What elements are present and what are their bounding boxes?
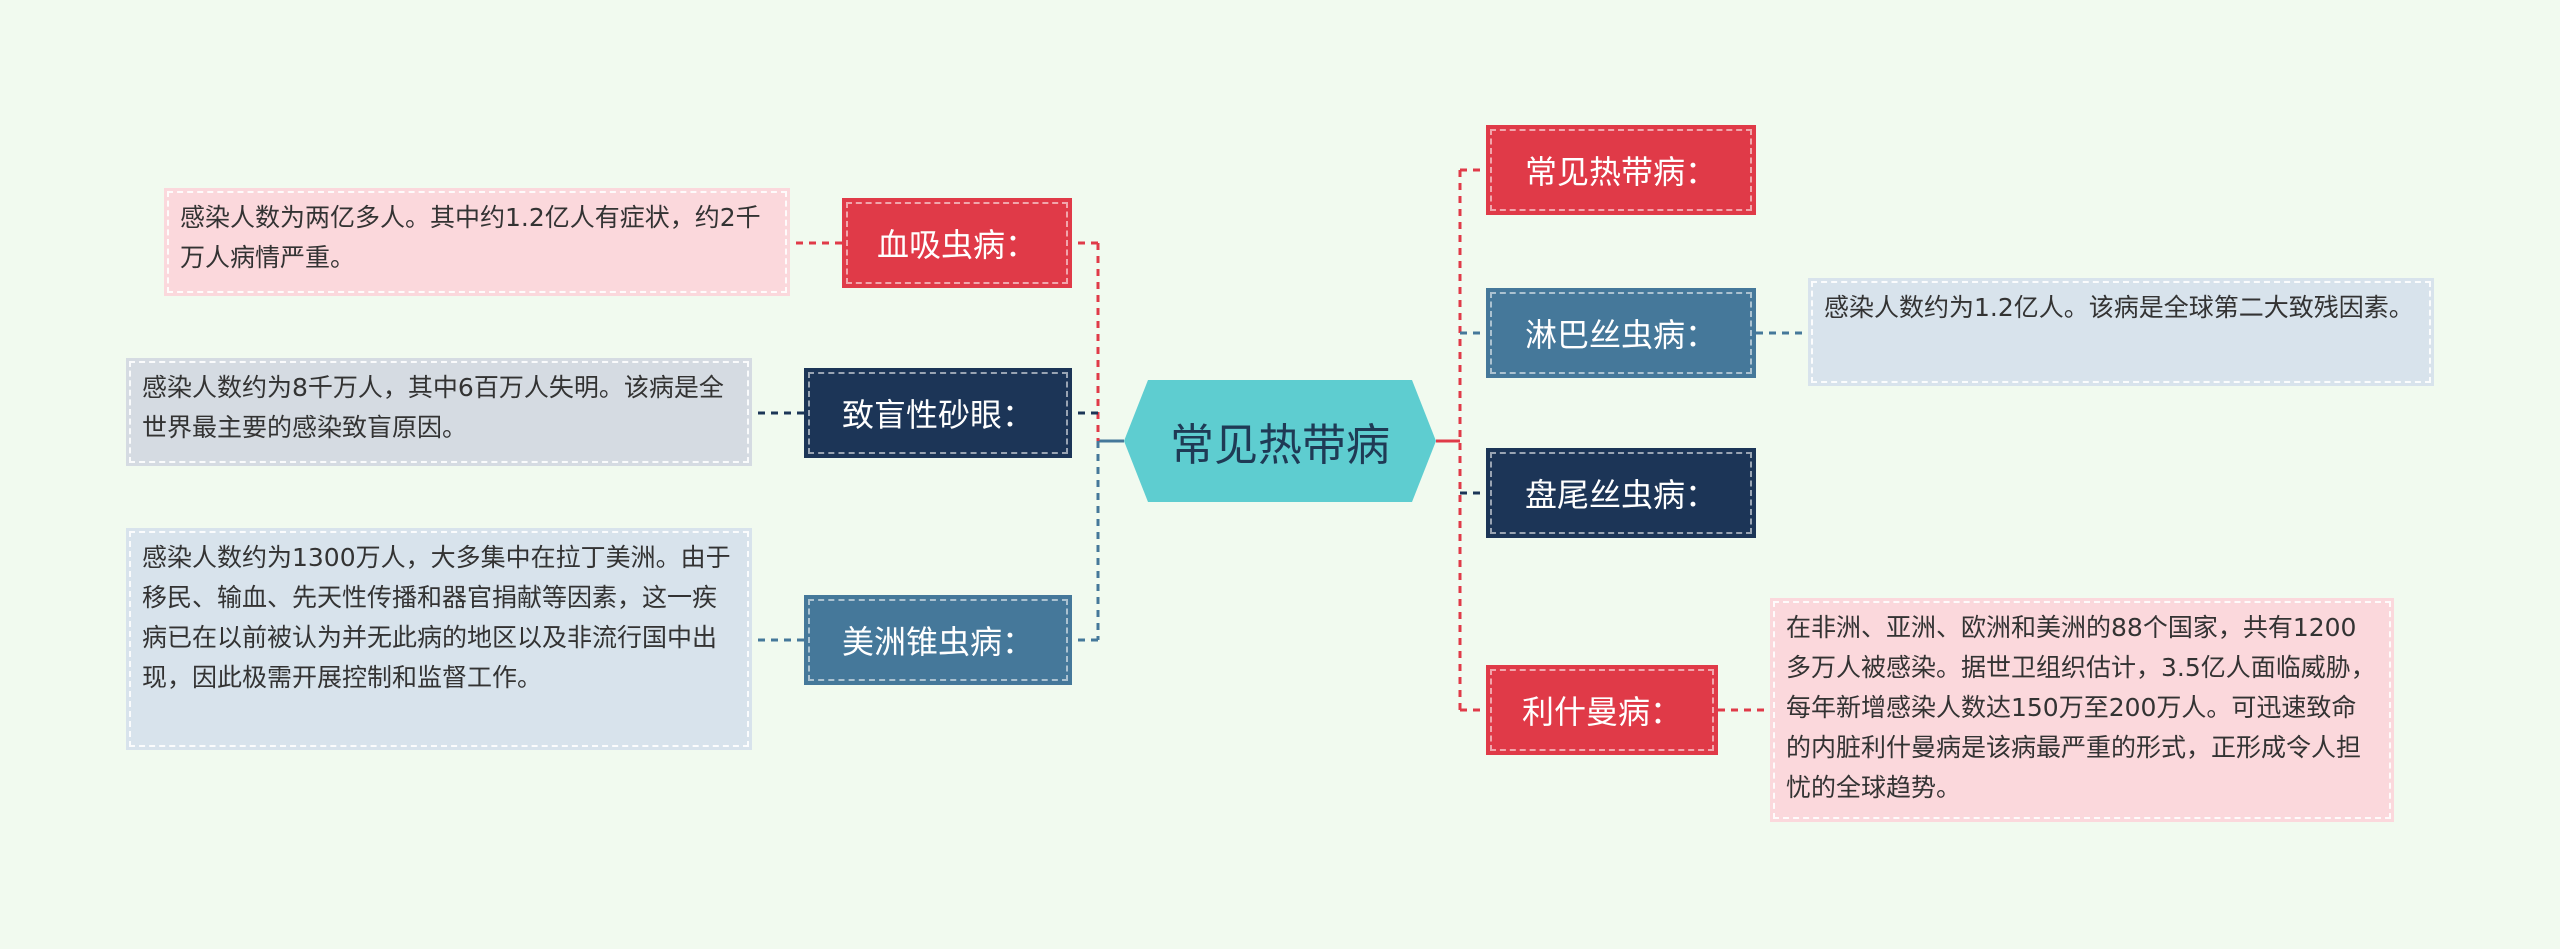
note-text: 在非洲、亚洲、欧洲和美洲的88个国家，共有1200多万人被感染。据世卫组织估计，… [1786,613,2376,802]
branch-label: 盘尾丝虫病： [1524,476,1717,514]
note-trachoma: 感染人数约为8千万人，其中6百万人失明。该病是全世界最主要的感染致盲原因。 [126,358,752,466]
branch-chagas[interactable]: 美洲锥虫病： [804,595,1072,685]
branch-lymphatic-filariasis[interactable]: 淋巴丝虫病： [1486,288,1756,378]
note-chagas: 感染人数约为1300万人，大多集中在拉丁美洲。由于移民、输血、先天性传播和器官捐… [126,528,752,750]
note-text: 感染人数约为1300万人，大多集中在拉丁美洲。由于移民、输血、先天性传播和器官捐… [142,543,731,692]
branch-label: 利什曼病： [1521,693,1682,731]
branch-leishmaniasis[interactable]: 利什曼病： [1486,665,1718,755]
note-text: 感染人数约为8千万人，其中6百万人失明。该病是全世界最主要的感染致盲原因。 [142,373,724,442]
branch-label: 淋巴丝虫病： [1524,316,1717,354]
note-lymphatic-filariasis: 感染人数约为1.2亿人。该病是全球第二大致残因素。 [1808,278,2434,386]
note-leishmaniasis: 在非洲、亚洲、欧洲和美洲的88个国家，共有1200多万人被感染。据世卫组织估计，… [1770,598,2394,822]
branch-label: 常见热带病： [1524,153,1717,191]
center-topic[interactable]: 常见热带病 [1124,380,1436,502]
note-schistosomiasis: 感染人数为两亿多人。其中约1.2亿人有症状，约2千万人病情严重。 [164,188,790,296]
note-text: 感染人数约为1.2亿人。该病是全球第二大致残因素。 [1824,293,2414,322]
branch-label: 美洲锥虫病： [841,623,1034,661]
branch-trachoma[interactable]: 致盲性砂眼： [804,368,1072,458]
branch-label: 血吸虫病： [876,226,1037,264]
center-hexagon-shape [1124,380,1436,502]
note-text: 感染人数为两亿多人。其中约1.2亿人有症状，约2千万人病情严重。 [180,203,761,272]
branch-label: 致盲性砂眼： [841,396,1034,434]
branch-schistosomiasis[interactable]: 血吸虫病： [842,198,1072,288]
branch-onchocerciasis[interactable]: 盘尾丝虫病： [1486,448,1756,538]
center-topic-label: 常见热带病 [1170,420,1390,471]
branch-common-tropical-diseases[interactable]: 常见热带病： [1486,125,1756,215]
